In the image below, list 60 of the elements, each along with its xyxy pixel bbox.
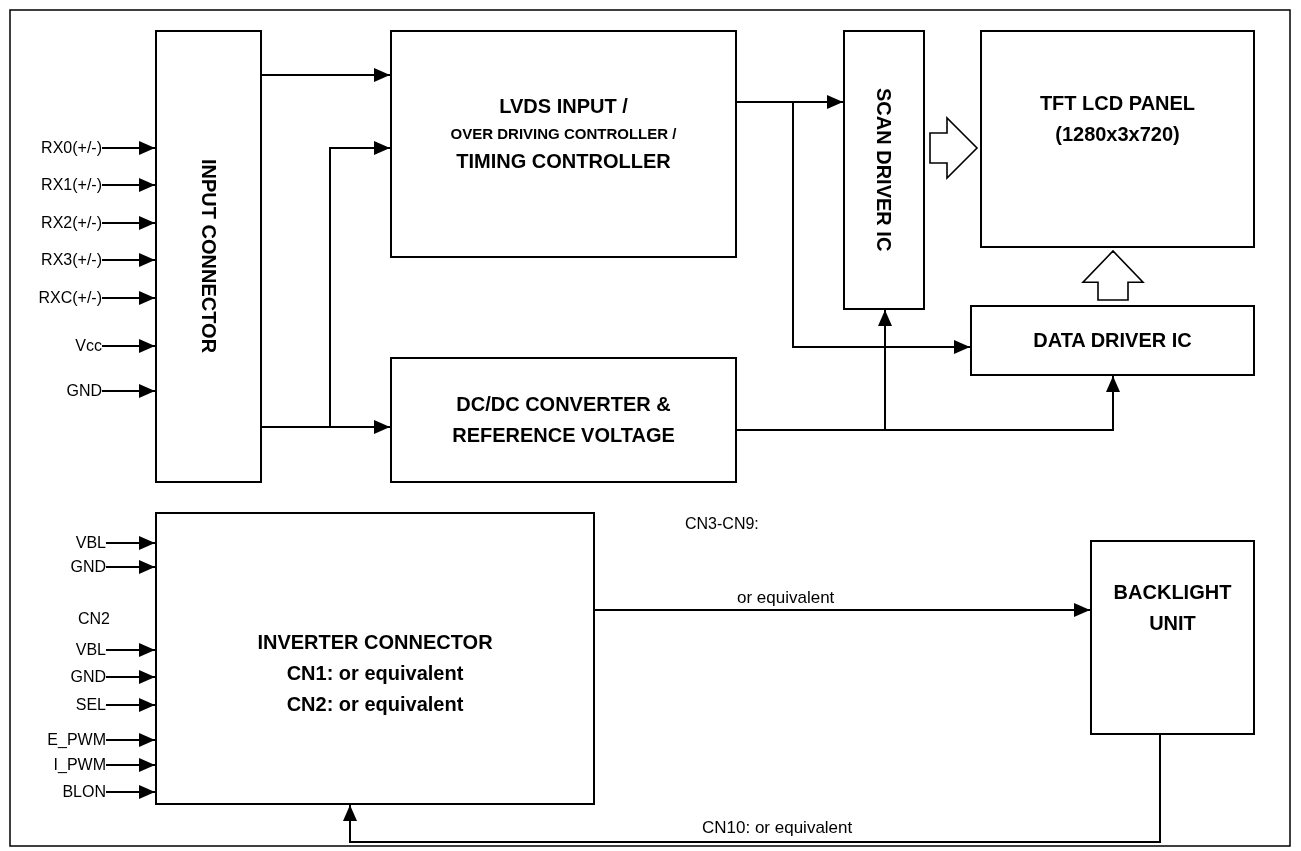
arrow: [101, 384, 156, 398]
block-label: OVER DRIVING CONTROLLER /: [450, 124, 677, 145]
block-label: TIMING CONTROLLER: [456, 148, 671, 174]
block-label: LVDS INPUT /: [499, 94, 628, 120]
arrow: [101, 178, 156, 192]
signal-label: SEL: [36, 693, 106, 717]
block-label: INPUT CONNECTOR: [197, 159, 220, 354]
block-label: TFT LCD PANEL (1280x3x720): [1038, 91, 1197, 147]
signal-label: VBL: [36, 531, 106, 555]
block-box: [390, 30, 737, 258]
block-box: [1090, 540, 1255, 735]
arrow: [101, 339, 156, 353]
block-box: [980, 30, 1255, 248]
connector-label: CN3-CN9:: [685, 515, 759, 533]
signal-label: GND: [30, 555, 106, 579]
block-label: BACKLIGHT UNIT: [1112, 579, 1233, 636]
block-label: CN1: or equivalent: [286, 661, 464, 686]
block-box: [155, 30, 262, 483]
signal-label: I_PWM: [26, 753, 106, 777]
signal-label: RX2(+/-): [18, 210, 102, 236]
signal-label: VBL: [42, 638, 106, 662]
arrow: [105, 643, 156, 657]
arrow: [105, 560, 156, 574]
block-box: [155, 512, 595, 805]
signal-label: RX1(+/-): [18, 172, 102, 198]
arrow: [101, 253, 156, 267]
block-label: DC/DC CONVERTER & REFERENCE VOLTAGE: [451, 392, 676, 448]
signal-label: GND: [34, 665, 106, 689]
signal-label: Vcc: [22, 333, 102, 359]
signal-label: RXC(+/-): [18, 285, 102, 311]
edge-label: CN10: or equivalent: [700, 818, 855, 838]
arrow: [105, 733, 156, 747]
block-arrow: [1081, 249, 1145, 301]
arrow: [105, 758, 156, 772]
arrow: [105, 670, 156, 684]
block-box: [843, 30, 925, 310]
arrow: [261, 68, 391, 82]
arrow: [105, 536, 156, 550]
block-label: DATA DRIVER IC: [1033, 328, 1192, 353]
connector-label: CN2: [78, 610, 110, 628]
block-label: CN2: or equivalent: [286, 692, 464, 717]
signal-label: BLON: [28, 780, 106, 804]
block-box: [390, 357, 737, 483]
arrow: [101, 141, 156, 155]
signal-label: GND: [18, 378, 102, 404]
block-label: SCAN DRIVER IC: [873, 88, 895, 252]
arrow: [594, 603, 1091, 617]
block-arrow: [929, 116, 979, 180]
edge-label: or equivalent: [735, 588, 837, 608]
block-label: INVERTER CONNECTOR: [257, 630, 493, 655]
signal-label: RX3(+/-): [18, 247, 102, 273]
arrow: [105, 698, 156, 712]
block-box: [970, 305, 1255, 376]
arrow: [736, 309, 892, 431]
arrow: [101, 216, 156, 230]
arrow: [105, 785, 156, 799]
arrow: [343, 734, 1161, 843]
signal-label: E_PWM: [18, 728, 106, 752]
signal-label: RX0(+/-): [18, 135, 102, 161]
arrow: [101, 291, 156, 305]
